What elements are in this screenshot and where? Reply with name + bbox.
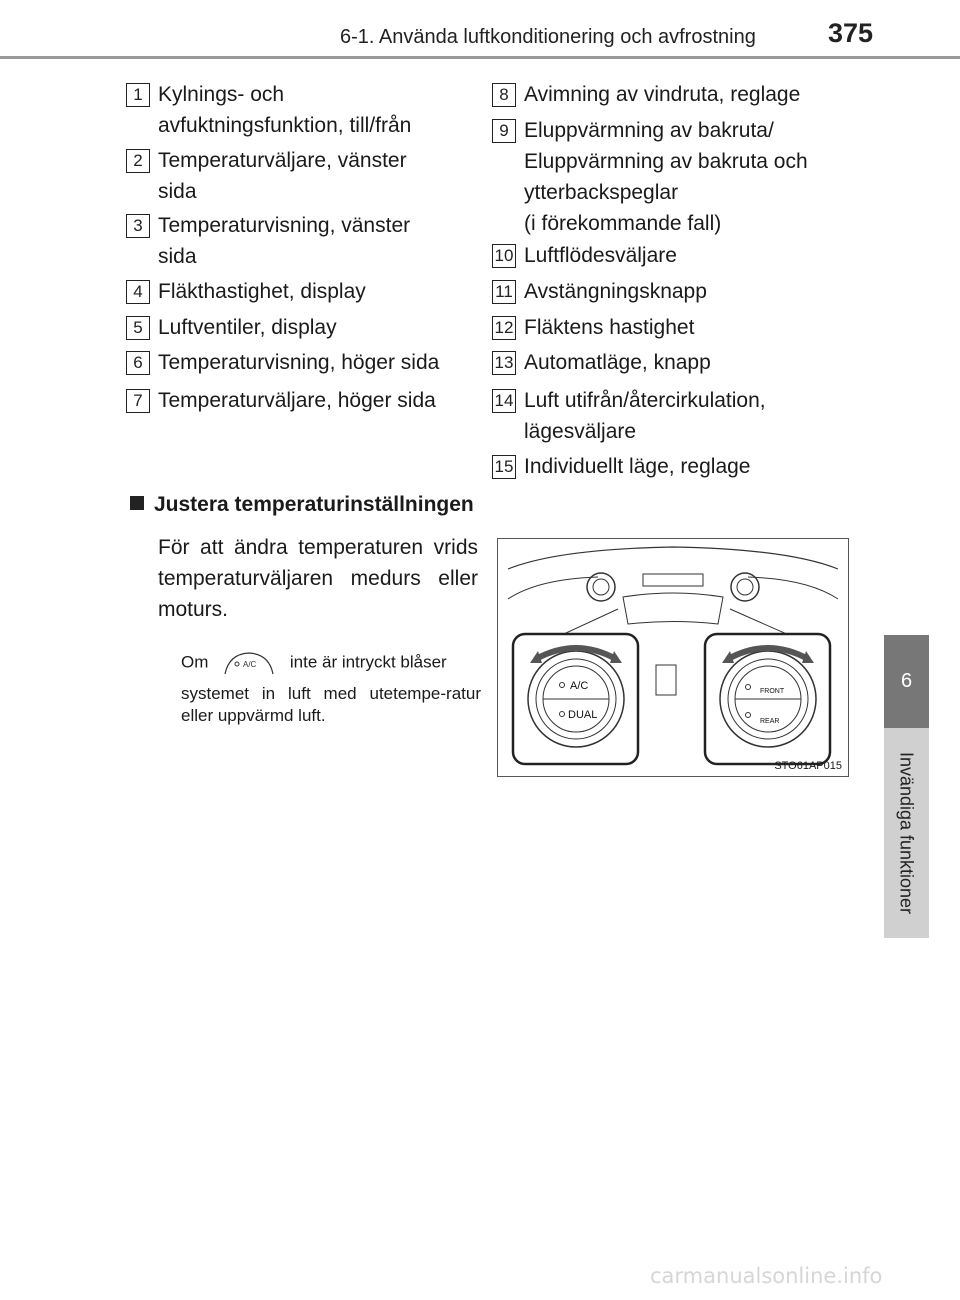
- section-heading: Justera temperaturinställningen: [130, 493, 474, 517]
- item-number-9: 9: [492, 119, 516, 143]
- item-number-6: 6: [126, 351, 150, 375]
- item-text-9: Eluppvärmning av bakruta och: [524, 150, 808, 173]
- svg-text:FRONT: FRONT: [760, 688, 785, 695]
- item-text-1: avfuktningsfunktion, till/från: [158, 114, 412, 137]
- item-text-11: Avstängningsknapp: [524, 280, 707, 303]
- item-text-12: Fläktens hastighet: [524, 316, 695, 339]
- item-text-5: Luftventiler, display: [158, 316, 337, 339]
- item-text-13: Automatläge, knapp: [524, 351, 711, 374]
- item-text-6: Temperaturvisning, höger sida: [158, 351, 440, 374]
- item-number-14: 14: [492, 389, 516, 413]
- bullet-square-icon: [130, 496, 144, 510]
- chapter-label: Invändiga funktioner: [896, 751, 917, 915]
- item-text-14: lägesväljare: [524, 420, 637, 443]
- item-number-3: 3: [126, 214, 150, 238]
- item-number-13: 13: [492, 351, 516, 375]
- item-text-4: Fläkthastighet, display: [158, 280, 366, 303]
- note-continued: systemet in luft med utetempe-ratur elle…: [181, 684, 481, 725]
- svg-text:A/C: A/C: [243, 660, 257, 669]
- item-text-9: ytterbackspeglar: [524, 181, 679, 204]
- item-number-10: 10: [492, 244, 516, 268]
- item-text-3: sida: [158, 245, 197, 268]
- item-text-10: Luftflödesväljare: [524, 244, 677, 267]
- item-number-12: 12: [492, 316, 516, 340]
- item-text-8: Avimning av vindruta, reglage: [524, 83, 801, 106]
- climate-control-figure: A/C DUAL FRONT REAR STO61AP015: [497, 538, 849, 777]
- svg-text:REAR: REAR: [760, 718, 779, 725]
- page-header-title: 6-1. Använda luftkonditionering och avfr…: [340, 26, 756, 48]
- item-text-9: Eluppvärmning av bakruta/: [524, 119, 774, 142]
- item-text-15: Individuellt läge, reglage: [524, 455, 751, 478]
- chapter-number: 6: [884, 635, 929, 728]
- item-text-2: Temperaturväljare, vänster: [158, 149, 407, 172]
- item-text-14: Luft utifrån/återcirkulation,: [524, 389, 766, 412]
- svg-text:A/C: A/C: [570, 680, 588, 692]
- header-rule: [0, 56, 960, 59]
- item-number-1: 1: [126, 83, 150, 107]
- svg-text:DUAL: DUAL: [568, 709, 597, 721]
- note-line: Om A/C inte är intryckt blåser: [181, 650, 481, 676]
- item-number-11: 11: [492, 280, 516, 304]
- item-number-7: 7: [126, 389, 150, 413]
- item-number-4: 4: [126, 280, 150, 304]
- item-number-8: 8: [492, 83, 516, 107]
- page-number: 375: [828, 18, 874, 48]
- section-body: För att ändra temperaturen vrids tempera…: [158, 536, 478, 621]
- item-text-2: sida: [158, 180, 197, 203]
- ac-button-icon: A/C: [219, 650, 279, 676]
- watermark: carmanualsonline.info: [650, 1264, 883, 1288]
- item-text-1: Kylnings- och: [158, 83, 285, 106]
- dashboard-illustration: A/C DUAL FRONT REAR: [507, 546, 839, 766]
- item-number-5: 5: [126, 316, 150, 340]
- item-text-3: Temperaturvisning, vänster: [158, 214, 411, 237]
- item-text-9: (i förekommande fall): [524, 212, 722, 235]
- figure-code: STO61AP015: [774, 760, 842, 772]
- item-number-15: 15: [492, 455, 516, 479]
- item-text-7: Temperaturväljare, höger sida: [158, 389, 436, 412]
- item-number-2: 2: [126, 149, 150, 173]
